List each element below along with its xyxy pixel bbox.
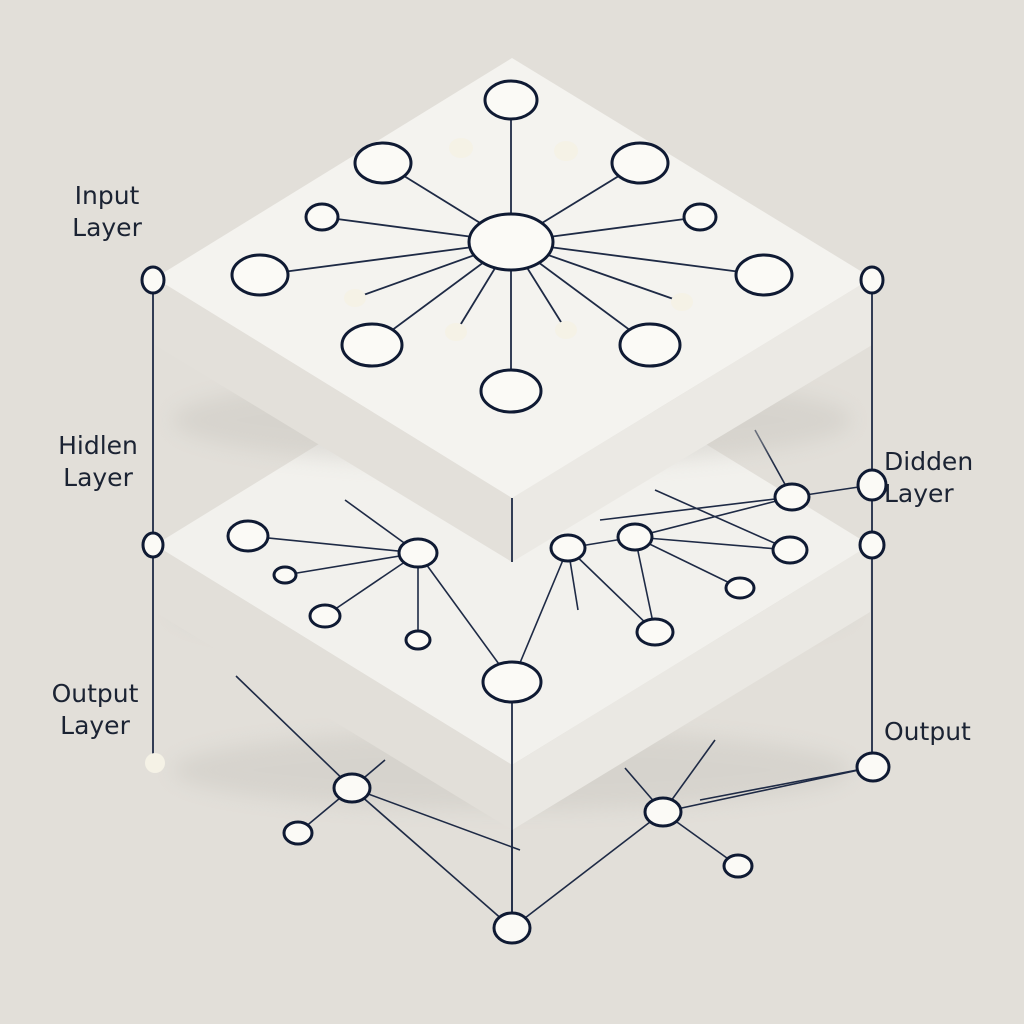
node (855, 751, 891, 783)
node (467, 212, 555, 272)
output-label-right: Output (884, 717, 971, 746)
output-layer-nodes (282, 772, 754, 945)
node (555, 321, 577, 339)
node (140, 265, 166, 295)
input-layer-slab (155, 58, 872, 562)
node (282, 820, 314, 846)
output-layer-edges (235, 675, 874, 929)
hidden-layer-nodes (226, 482, 811, 704)
node (340, 322, 404, 368)
node (771, 535, 809, 565)
node (304, 202, 340, 232)
node (616, 522, 654, 552)
node (635, 617, 675, 647)
node (449, 138, 473, 158)
node (856, 468, 888, 502)
node (549, 533, 587, 563)
side-nodes (140, 265, 891, 783)
node (141, 531, 165, 559)
node (492, 911, 532, 945)
node (397, 537, 439, 569)
node (773, 482, 811, 512)
node (483, 79, 539, 121)
node (230, 253, 290, 297)
output-layer-label: Output Layer (51, 679, 139, 740)
node (859, 265, 885, 295)
node (479, 368, 543, 414)
node (734, 253, 794, 297)
node (226, 519, 270, 553)
input-layer-nodes (230, 79, 794, 414)
node (353, 141, 413, 185)
node (858, 530, 886, 560)
node (332, 772, 372, 804)
node (722, 853, 754, 879)
node (145, 753, 165, 773)
node (445, 323, 467, 341)
hidden-layer-label-right: Didden Layer (884, 447, 974, 508)
node (481, 660, 543, 704)
node (272, 565, 298, 585)
node (671, 293, 693, 311)
input-layer-label: Input Layer (72, 181, 142, 242)
node (344, 289, 366, 307)
node (610, 141, 670, 185)
node (682, 202, 718, 232)
node (308, 603, 342, 629)
node (554, 141, 578, 161)
node (724, 576, 756, 600)
hidden-layer-label-left: Hidlen Layer (58, 431, 138, 492)
node (618, 322, 682, 368)
node (404, 629, 432, 651)
node (643, 796, 683, 828)
